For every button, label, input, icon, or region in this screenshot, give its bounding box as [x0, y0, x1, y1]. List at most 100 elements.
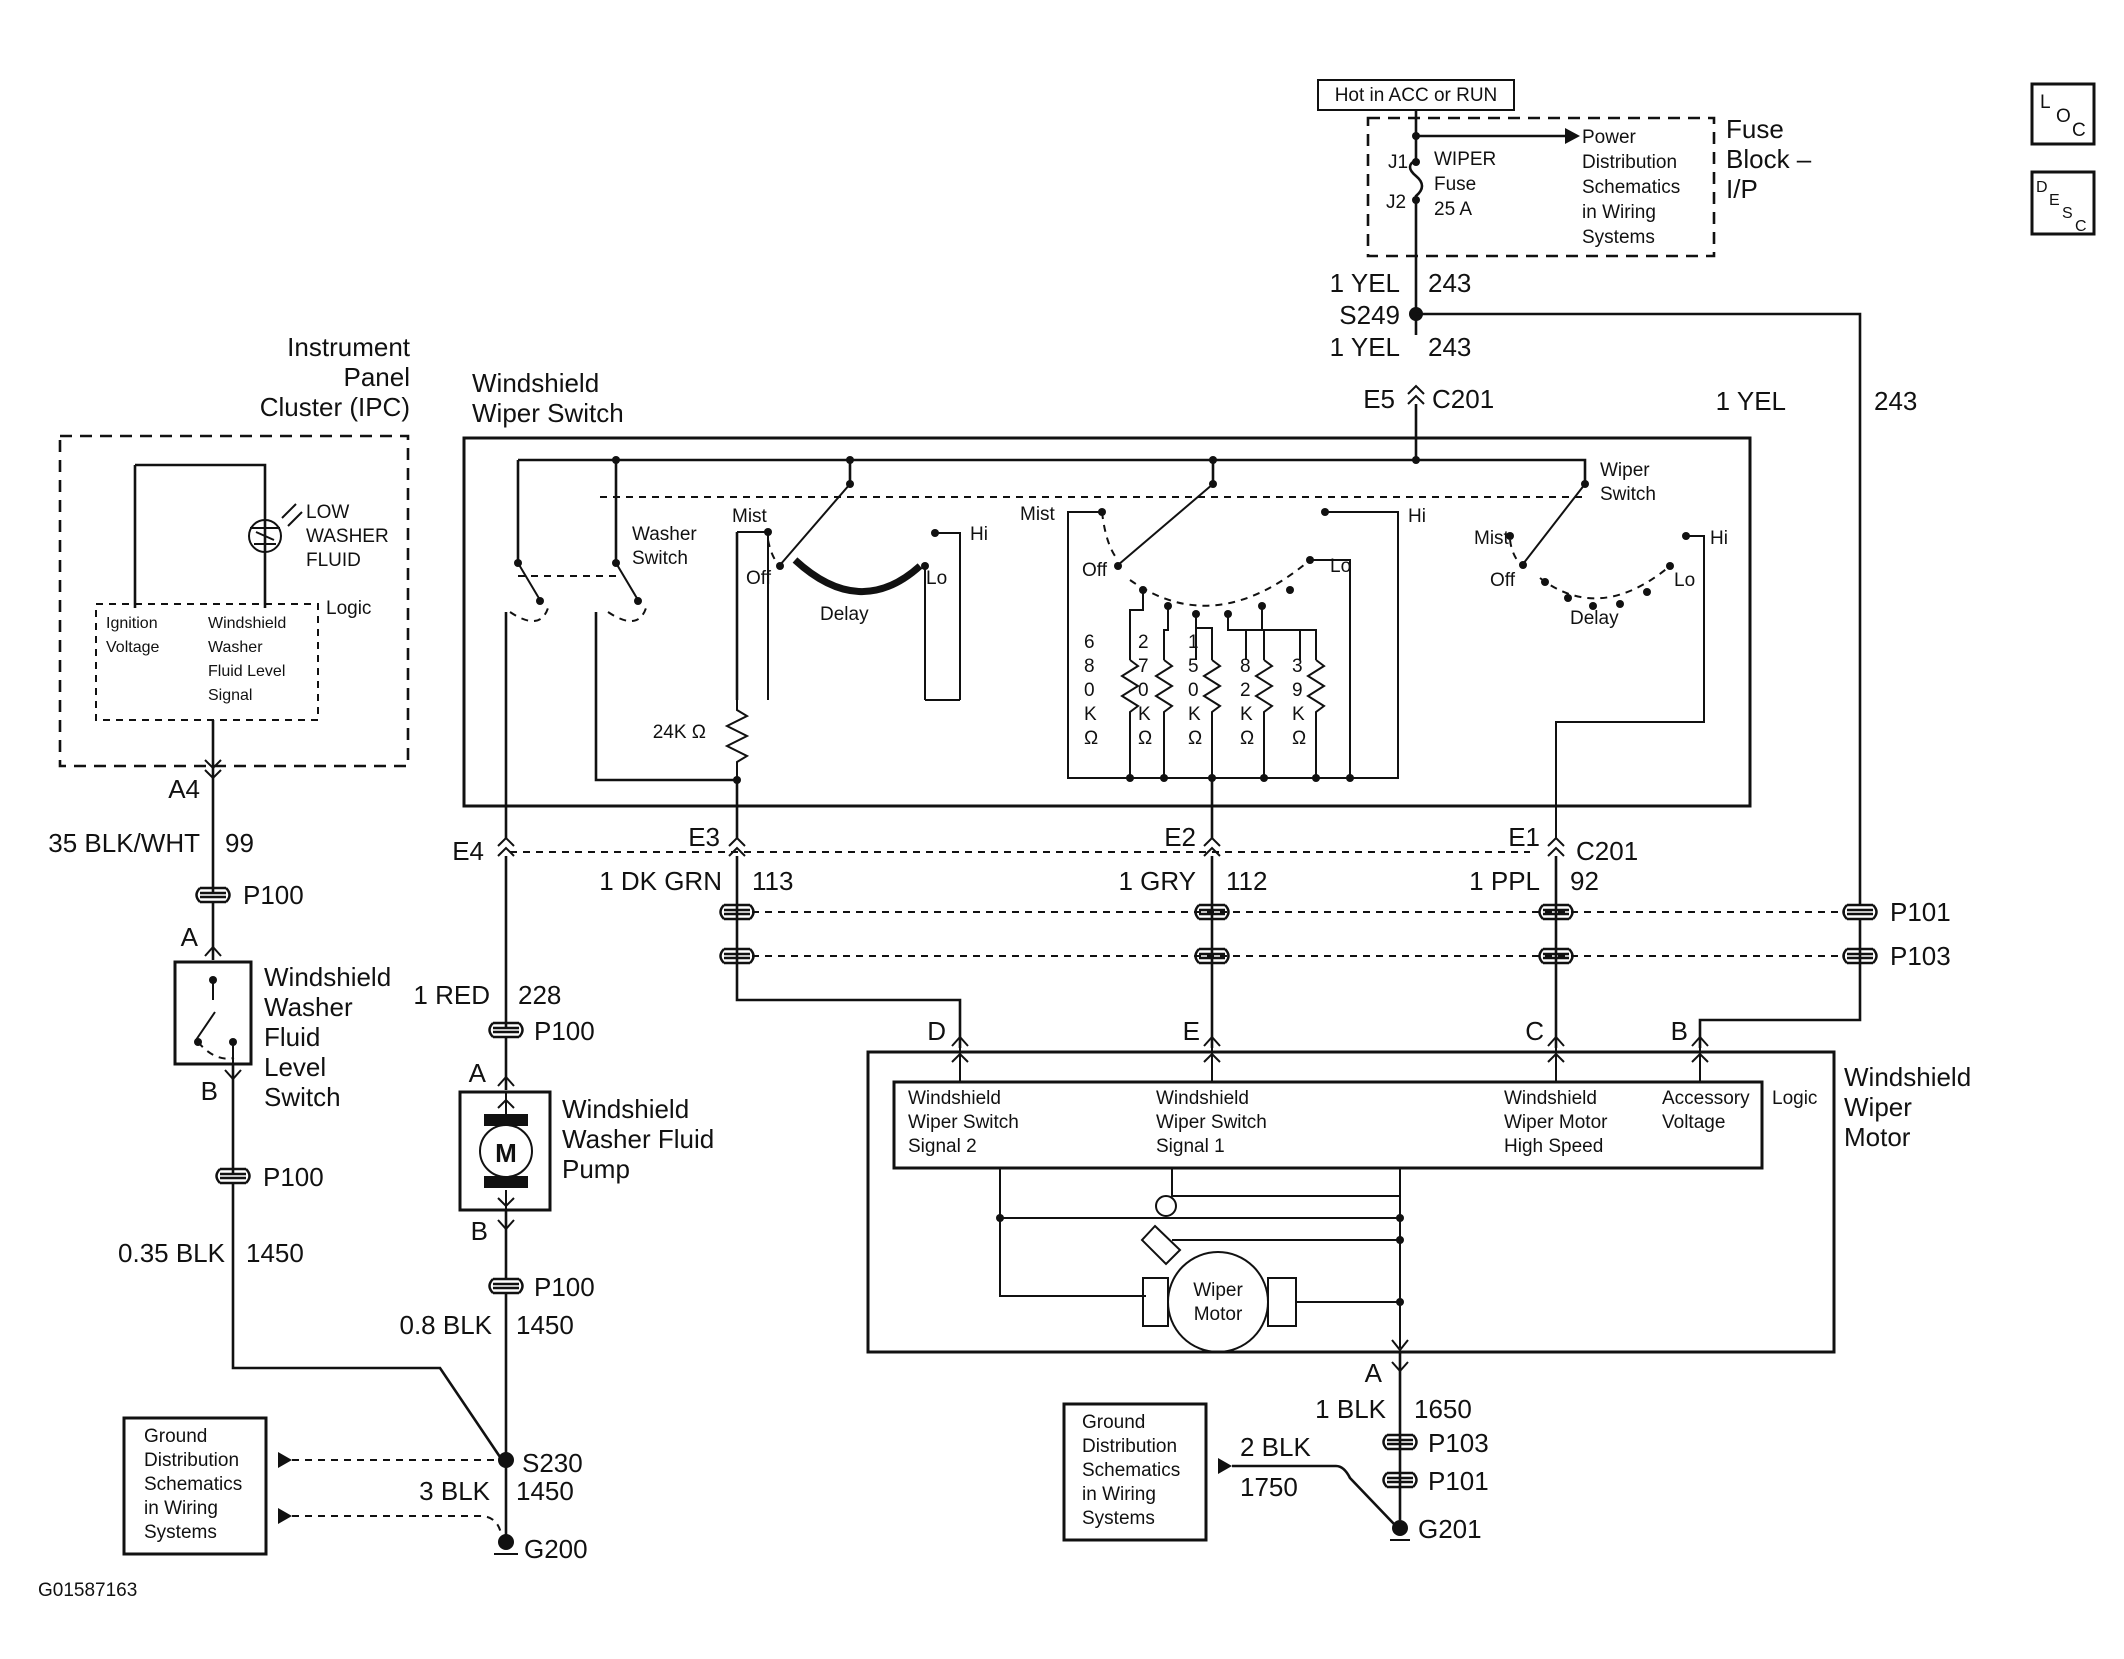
svg-text:Panel: Panel — [344, 362, 411, 392]
svg-text:P101: P101 — [1890, 897, 1951, 927]
svg-text:9: 9 — [1292, 680, 1303, 701]
svg-text:0.35 BLK: 0.35 BLK — [118, 1238, 226, 1268]
svg-text:1 BLK: 1 BLK — [1315, 1394, 1386, 1424]
svg-text:E: E — [2049, 192, 2060, 209]
svg-text:243: 243 — [1874, 386, 1917, 416]
svg-text:Washer: Washer — [632, 524, 697, 545]
svg-text:1 PPL: 1 PPL — [1469, 866, 1540, 896]
svg-text:M: M — [495, 1138, 517, 1168]
svg-text:Wiper Switch: Wiper Switch — [1156, 1112, 1267, 1133]
svg-text:1 RED: 1 RED — [413, 980, 490, 1010]
svg-text:Mist: Mist — [732, 506, 768, 527]
svg-text:Windshield: Windshield — [1156, 1088, 1249, 1109]
svg-text:Pump: Pump — [562, 1154, 630, 1184]
svg-text:24K Ω: 24K Ω — [653, 722, 706, 743]
svg-text:Washer: Washer — [264, 992, 353, 1022]
svg-text:K: K — [1138, 704, 1151, 725]
svg-text:8: 8 — [1240, 656, 1251, 677]
svg-text:112: 112 — [1226, 866, 1267, 896]
svg-text:A: A — [1365, 1358, 1383, 1388]
svg-text:Ground: Ground — [144, 1426, 207, 1447]
svg-text:Windshield: Windshield — [908, 1088, 1001, 1109]
svg-text:0: 0 — [1084, 680, 1095, 701]
svg-text:LOW: LOW — [306, 502, 349, 523]
svg-text:Systems: Systems — [1582, 227, 1655, 248]
svg-text:Systems: Systems — [1082, 1508, 1155, 1529]
washer-pump-motor-icon — [479, 1124, 533, 1178]
ground-g201: G201 — [1418, 1514, 1482, 1544]
svg-text:A4: A4 — [168, 774, 200, 804]
svg-text:Mist: Mist — [1020, 504, 1056, 525]
svg-text:Level: Level — [264, 1052, 326, 1082]
svg-text:Switch: Switch — [1600, 484, 1656, 505]
svg-text:1750: 1750 — [1240, 1472, 1298, 1502]
fuse-name: WIPER — [1434, 149, 1496, 170]
svg-text:Power: Power — [1582, 127, 1637, 148]
svg-text:FLUID: FLUID — [306, 550, 361, 571]
svg-text:Signal 1: Signal 1 — [1156, 1136, 1225, 1157]
res-680k: 68 0K Ω — [1084, 632, 1098, 749]
svg-text:B: B — [1671, 1016, 1688, 1046]
svg-text:Wiper Motor: Wiper Motor — [1504, 1112, 1608, 1133]
res-270k: 27 0K Ω — [1138, 632, 1152, 749]
low-washer-lamp-icon — [248, 519, 282, 553]
svg-text:Signal 2: Signal 2 — [908, 1136, 977, 1157]
svg-text:Ω: Ω — [1292, 728, 1306, 749]
svg-text:Windshield: Windshield — [1844, 1062, 1971, 1092]
svg-text:Systems: Systems — [144, 1522, 217, 1543]
svg-text:in Wiring: in Wiring — [144, 1498, 218, 1519]
figure-id: G01587163 — [38, 1580, 137, 1601]
pin-j2: J2 — [1386, 192, 1406, 213]
loc-icon[interactable]: LOC — [2030, 82, 2096, 146]
svg-text:Mist: Mist — [1474, 528, 1510, 549]
fuse-block-title-1: Fuse — [1726, 114, 1784, 144]
svg-text:Ω: Ω — [1188, 728, 1202, 749]
svg-text:L: L — [2040, 92, 2051, 113]
svg-text:P103: P103 — [1428, 1428, 1489, 1458]
svg-text:92: 92 — [1570, 866, 1599, 896]
svg-text:Logic: Logic — [326, 598, 371, 619]
windshield-washer-fluid-level-switch-label: Windshield Washer Fluid Level Switch — [264, 962, 391, 1112]
switch-output-circuits: 1 DK GRN 113 1 GRY 112 1 PPL 92 P101 P10… — [599, 856, 1951, 1048]
svg-text:C: C — [1525, 1016, 1544, 1046]
svg-text:Delay: Delay — [820, 604, 869, 625]
svg-text:Hi: Hi — [970, 524, 988, 545]
svg-text:Accessory: Accessory — [1662, 1088, 1750, 1109]
svg-text:Windshield: Windshield — [264, 962, 391, 992]
svg-text:Wiper: Wiper — [1844, 1092, 1912, 1122]
svg-text:2: 2 — [1138, 632, 1149, 653]
svg-text:Wiper: Wiper — [1193, 1280, 1243, 1301]
svg-text:P100: P100 — [263, 1162, 324, 1192]
svg-text:1 GRY: 1 GRY — [1118, 866, 1196, 896]
svg-text:0: 0 — [1188, 680, 1199, 701]
ground-g201-circuit: A 1 BLK 1650 P103 P101 G201 Ground Distr… — [1062, 1352, 1489, 1544]
svg-text:C201: C201 — [1576, 836, 1638, 866]
svg-text:1 YEL: 1 YEL — [1330, 332, 1400, 362]
svg-text:Washer: Washer — [208, 639, 263, 656]
svg-text:Lo: Lo — [1330, 556, 1351, 577]
svg-text:1450: 1450 — [516, 1310, 574, 1340]
svg-text:1650: 1650 — [1414, 1394, 1472, 1424]
svg-text:6: 6 — [1084, 632, 1095, 653]
svg-text:High Speed: High Speed — [1504, 1136, 1603, 1157]
svg-text:Fluid Level: Fluid Level — [208, 663, 285, 680]
res-82k: 82 KΩ — [1240, 656, 1254, 749]
instrument-panel-cluster: Instrument Panel Cluster (IPC) LOW WASHE… — [58, 332, 411, 782]
svg-text:Windshield: Windshield — [1504, 1088, 1597, 1109]
svg-text:Ω: Ω — [1084, 728, 1098, 749]
svg-text:K: K — [1240, 704, 1253, 725]
svg-text:8: 8 — [1084, 656, 1095, 677]
svg-text:2: 2 — [1240, 680, 1251, 701]
svg-text:E3: E3 — [688, 822, 720, 852]
svg-text:Distribution: Distribution — [1582, 152, 1677, 173]
svg-text:3: 3 — [1292, 656, 1303, 677]
ground-distribution-ref-left: Ground Distribution Schematics in Wiring… — [122, 1416, 503, 1556]
svg-text:Off: Off — [1490, 570, 1516, 591]
svg-text:Voltage: Voltage — [106, 639, 159, 656]
svg-text:Washer Fluid: Washer Fluid — [562, 1124, 714, 1154]
svg-text:Windshield: Windshield — [472, 368, 599, 398]
svg-text:Ω: Ω — [1138, 728, 1152, 749]
svg-text:P100: P100 — [534, 1272, 595, 1302]
